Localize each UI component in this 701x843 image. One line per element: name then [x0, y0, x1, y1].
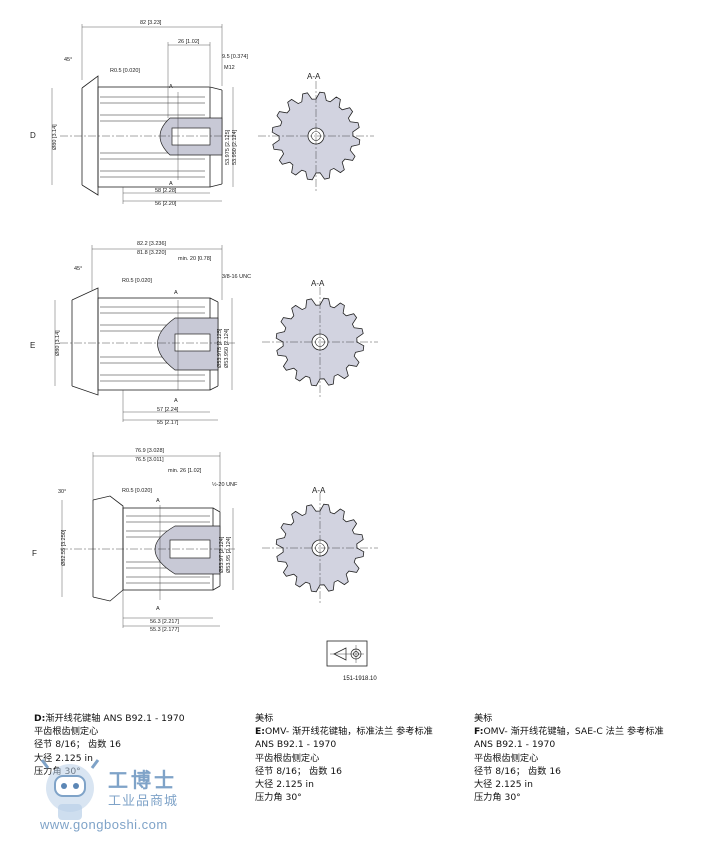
caption-f-title: OMV- 渐开线花键轴，SAE-C 法兰 参考标准 [483, 726, 664, 738]
sec-f-a-bottom: A [156, 606, 160, 612]
caption-e-line: 径节 8/16； 齿数 16 [255, 765, 343, 777]
dim-e-dia-right-2: Ø53.950 [2.124] [224, 328, 230, 368]
caption-d-line: 大径 2.125 in [34, 752, 93, 764]
dim-f-overall-2: 76.5 [3.011] [135, 457, 164, 463]
dim-f-radius: R0.5 [0.020] [122, 488, 152, 494]
caption-e-line: 压力角 30° [255, 792, 302, 804]
gear-f [262, 493, 378, 603]
watermark-brand: 工博士 [108, 768, 177, 792]
caption-e-title: OMV- 渐开线花键轴，标准法兰 参考标准 [264, 726, 433, 738]
dim-d-dia-right-2: 53.950 [2.124] [232, 129, 238, 165]
view-d: D [30, 20, 374, 207]
dim-f-angle: 30° [58, 489, 66, 495]
dim-f-thread: ½-20 UNF [212, 481, 238, 488]
dim-e-bottom-1: 57 [2.24] [157, 407, 179, 413]
dim-e-bottom-2: 55 [2.17] [157, 420, 179, 426]
dim-e-thread: 3/8-16 UNC [222, 274, 251, 280]
row-label-f: F [32, 549, 37, 558]
watermark-sub: 工业品商城 [108, 794, 179, 809]
dim-d-angle: 45° [64, 57, 72, 63]
dim-e-dia-left: Ø80 [3.14] [55, 330, 61, 356]
dim-e-overall-1: 82.2 [3.236] [137, 241, 167, 247]
caption-f-title2: ANS B92.1 - 1970 [474, 739, 556, 751]
caption-e-top: 美标 [255, 713, 274, 724]
caption-e-line: 大径 2.125 in [255, 779, 314, 791]
row-label-e: E [30, 341, 35, 350]
caption-d-line: 径节 8/16； 齿数 16 [34, 739, 122, 751]
gear-e [262, 287, 378, 397]
dim-f-min: min. 26 [1.02] [168, 468, 202, 474]
caption-f-line: 压力角 30° [474, 792, 521, 804]
watermark-mascot-icon [40, 759, 100, 820]
gear-d [258, 81, 374, 191]
sec-d-a-top: A [169, 84, 173, 90]
dim-d-bottom-1: 58 [2.28] [155, 188, 177, 194]
caption-f-line: 径节 8/16； 齿数 16 [474, 765, 562, 777]
sec-e-a-bottom: A [174, 398, 178, 404]
dim-e-angle: 45° [74, 266, 82, 272]
dim-d-shaft-len: 26 [1.02] [178, 39, 200, 45]
dim-f-overall-1: 76.9 [3.028] [135, 448, 165, 454]
section-label-d: A-A [307, 72, 321, 81]
dim-d-bottom-2: 56 [2.20] [155, 201, 177, 207]
dim-e-radius: R0.5 [0.020] [122, 278, 152, 284]
drawing-code: 151-1918.10 [343, 676, 377, 682]
sec-d-a-bottom: A [169, 181, 173, 187]
section-label-f: A-A [312, 486, 326, 495]
technical-drawing: D [30, 20, 378, 667]
caption-f-head: F: [474, 726, 484, 738]
dim-e-min: min. 20 [0.78] [178, 256, 212, 262]
dim-d-dia-right-1: 53.975 [2.125] [225, 129, 231, 165]
projection-symbol [326, 640, 368, 667]
caption-d-title: 渐开线花键轴 ANS B92.1 - 1970 [45, 713, 185, 724]
caption-d-head: D: [34, 713, 46, 724]
dim-d-dia-left: Ø80 [3.14] [52, 124, 58, 150]
view-f: F 76.9 [3.028] 76.5 [3.011] min [32, 448, 378, 633]
sec-f-a-top: A [156, 498, 160, 504]
caption-f-top: 美标 [474, 713, 493, 724]
row-label-d: D [30, 131, 36, 140]
dim-f-dia-right-2: Ø53.95 [2.124] [226, 536, 232, 573]
section-label-e: A-A [311, 279, 325, 288]
caption-e-title2: ANS B92.1 - 1970 [255, 739, 337, 751]
dim-e-overall-2: 81.8 [3.220] [137, 250, 167, 256]
caption-f-line: 平齿根齿侧定心 [474, 752, 539, 764]
caption-d-line: 平齿根齿侧定心 [34, 726, 99, 738]
caption-f: 美标 F:OMV- 渐开线花键轴，SAE-C 法兰 参考标准 ANS B92.1… [474, 712, 699, 804]
dim-d-thread: M12 [224, 65, 235, 71]
dim-e-dia-right-1: Ø53.975 [2.125] [217, 328, 223, 368]
caption-e-head: E: [255, 726, 265, 738]
caption-e: 美标 E:OMV- 渐开线花键轴，标准法兰 参考标准 ANS B92.1 - 1… [255, 712, 470, 804]
dim-d-radius: R0.5 [0.020] [110, 68, 140, 74]
dim-f-bottom-2: 55.3 [2.177] [150, 627, 180, 633]
sec-e-a-top: A [174, 290, 178, 296]
dim-d-thread-pos: 9.5 [0.374] [222, 54, 248, 60]
watermark-url: www.gongboshi.com [40, 817, 168, 832]
dim-f-dia-left: Ø82.55 [3.250] [61, 529, 67, 566]
caption-f-line: 大径 2.125 in [474, 779, 533, 791]
dim-d-overall: 82 [3.23] [140, 20, 162, 26]
dim-f-bottom-1: 56.3 [2.217] [150, 619, 180, 625]
view-e: E 82.2 [3.236] 81.8 [3.220] min [30, 241, 378, 426]
caption-e-line: 平齿根齿侧定心 [255, 752, 320, 764]
dim-f-dia-right-1: Ø53.97 [2.124] [219, 536, 225, 573]
